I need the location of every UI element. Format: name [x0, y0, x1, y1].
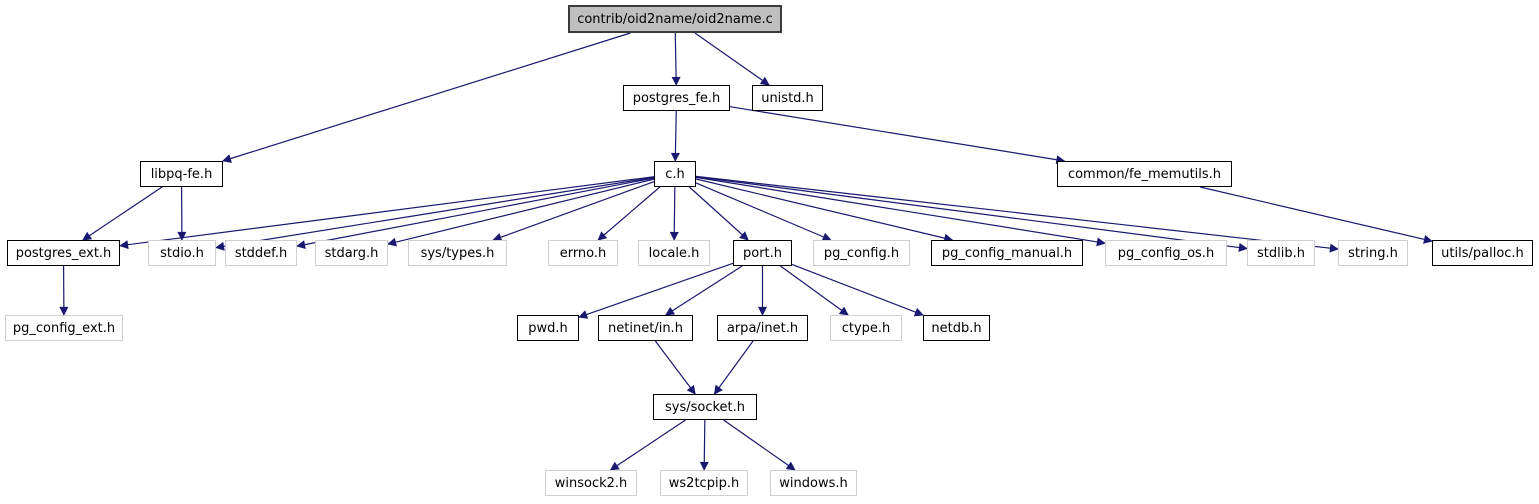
include-edge-c_h-to-stdio_h	[215, 176, 655, 251]
graph-node-libpq_fe_h[interactable]: libpq-fe.h	[140, 161, 223, 187]
include-edge-oid2name_c-to-postgres_fe_h	[671, 32, 681, 86]
graph-node-label: postgres_fe.h	[632, 90, 721, 106]
include-edge-oid2name_c-to-unistd_h	[694, 32, 770, 86]
include-edge-c_h-to-stddef_h	[296, 177, 655, 250]
graph-node-sys_types_h: sys/types.h	[408, 240, 507, 266]
graph-node-stdarg_h: stdarg.h	[315, 240, 388, 266]
graph-node-label: port.h	[742, 245, 783, 261]
include-edge-c_h-to-stdlib_h	[695, 176, 1248, 252]
graph-node-common_fe_memutils_h[interactable]: common/fe_memutils.h	[1057, 161, 1232, 187]
include-edge-c_h-to-port_h	[688, 186, 749, 241]
graph-node-label: netinet/in.h	[608, 320, 683, 336]
include-edge-c_h-to-stdarg_h	[387, 178, 655, 247]
graph-node-stdio_h: stdio.h	[148, 240, 216, 266]
graph-node-label: contrib/oid2name/oid2name.c	[577, 11, 773, 27]
graph-node-sys_socket_h[interactable]: sys/socket.h	[653, 394, 757, 420]
graph-node-port_h[interactable]: port.h	[733, 240, 792, 266]
graph-node-label: pg_config_ext.h	[12, 320, 116, 336]
graph-node-label: windows.h	[779, 475, 848, 491]
graph-node-label: libpq-fe.h	[150, 166, 213, 182]
graph-node-label: sys/socket.h	[664, 399, 746, 415]
graph-node-netinet_in_h[interactable]: netinet/in.h	[598, 315, 693, 341]
graph-node-label: common/fe_memutils.h	[1067, 166, 1222, 182]
include-edge-oid2name_c-to-libpq_fe_h	[222, 32, 631, 163]
graph-node-stddef_h: stddef.h	[225, 240, 297, 266]
graph-node-postgres_fe_h[interactable]: postgres_fe.h	[623, 85, 730, 111]
graph-node-label: stdio.h	[160, 245, 204, 261]
graph-node-pg_config_ext_h: pg_config_ext.h	[5, 315, 123, 341]
graph-node-pg_config_os_h: pg_config_os.h	[1105, 240, 1227, 266]
graph-node-label: pg_config_os.h	[1117, 245, 1215, 261]
graph-node-label: netdb.h	[931, 320, 982, 336]
graph-node-locale_h: locale.h	[638, 240, 710, 266]
include-edge-port_h-to-ctype_h	[780, 265, 849, 316]
graph-node-winsock2_h: winsock2.h	[545, 470, 637, 496]
graph-node-errno_h: errno.h	[548, 240, 618, 266]
graph-node-label: stdlib.h	[1257, 245, 1305, 261]
graph-node-label: c.h	[665, 166, 685, 182]
include-edge-c_h-to-errno_h	[597, 186, 661, 241]
include-edge-c_h-to-postgres_ext_h	[119, 176, 655, 250]
graph-node-label: pwd.h	[528, 320, 568, 336]
graph-node-label: stdarg.h	[324, 245, 379, 261]
include-edge-sys_socket_h-to-winsock2_h	[609, 419, 686, 471]
include-edge-netinet_in_h-to-sys_socket_h	[654, 340, 696, 395]
graph-node-label: ws2tcpip.h	[668, 475, 740, 491]
include-edge-c_h-to-locale_h	[669, 186, 679, 241]
graph-node-utils_palloc_h[interactable]: utils/palloc.h	[1432, 240, 1533, 266]
include-edge-c_h-to-sys_types_h	[492, 181, 655, 242]
graph-node-label: pg_config.h	[823, 245, 900, 261]
include-edge-sys_socket_h-to-windows_h	[723, 419, 796, 471]
include-edge-port_h-to-netinet_in_h	[665, 265, 743, 316]
graph-node-pg_config_manual_h[interactable]: pg_config_manual.h	[931, 240, 1083, 266]
graph-node-label: utils/palloc.h	[1441, 245, 1524, 261]
graph-node-ws2tcpip_h: ws2tcpip.h	[660, 470, 748, 496]
graph-node-arpa_inet_h[interactable]: arpa/inet.h	[717, 315, 808, 341]
include-edge-postgres_fe_h-to-common_fe_memutils_h	[729, 106, 1066, 165]
graph-node-stdlib_h: stdlib.h	[1247, 240, 1315, 266]
graph-node-label: arpa/inet.h	[726, 320, 799, 336]
graph-node-label: winsock2.h	[554, 475, 628, 491]
include-edge-c_h-to-pg_config_h	[695, 182, 832, 241]
graph-node-label: sys/types.h	[420, 245, 495, 261]
graph-node-label: postgres_ext.h	[15, 245, 112, 261]
graph-node-label: pg_config_manual.h	[941, 245, 1073, 261]
graph-node-label: ctype.h	[841, 320, 891, 336]
graph-node-label: stddef.h	[234, 245, 288, 261]
include-edge-c_h-to-pg_config_os_h	[695, 176, 1106, 247]
graph-node-pg_config_h: pg_config.h	[813, 240, 910, 266]
graph-node-label: locale.h	[648, 245, 700, 261]
include-edge-port_h-to-pwd_h	[578, 262, 734, 319]
graph-node-unistd_h[interactable]: unistd.h	[752, 85, 823, 111]
graph-node-label: errno.h	[559, 245, 607, 261]
include-edge-c_h-to-string_h	[695, 175, 1339, 253]
include-edge-postgres_fe_h-to-c_h	[670, 110, 680, 162]
graph-node-netdb_h[interactable]: netdb.h	[923, 315, 990, 341]
graph-node-pwd_h[interactable]: pwd.h	[517, 315, 579, 341]
graph-node-oid2name_c: contrib/oid2name/oid2name.c	[568, 5, 782, 33]
graph-node-string_h: string.h	[1338, 240, 1408, 266]
include-edge-sys_socket_h-to-ws2tcpip_h	[699, 419, 709, 471]
graph-node-postgres_ext_h[interactable]: postgres_ext.h	[7, 240, 120, 266]
graph-node-ctype_h: ctype.h	[830, 315, 902, 341]
graph-node-label: unistd.h	[761, 90, 814, 106]
include-edge-libpq_fe_h-to-postgres_ext_h	[82, 186, 163, 241]
graph-node-label: string.h	[1348, 245, 1398, 261]
include-edge-port_h-to-netdb_h	[791, 263, 924, 317]
include-edge-common_fe_memutils_h-to-utils_palloc_h	[1199, 186, 1433, 244]
graph-node-windows_h: windows.h	[770, 470, 857, 496]
include-edge-c_h-to-pg_config_manual_h	[695, 178, 954, 243]
graph-node-c_h[interactable]: c.h	[654, 161, 696, 187]
include-edge-arpa_inet_h-to-sys_socket_h	[713, 340, 754, 395]
